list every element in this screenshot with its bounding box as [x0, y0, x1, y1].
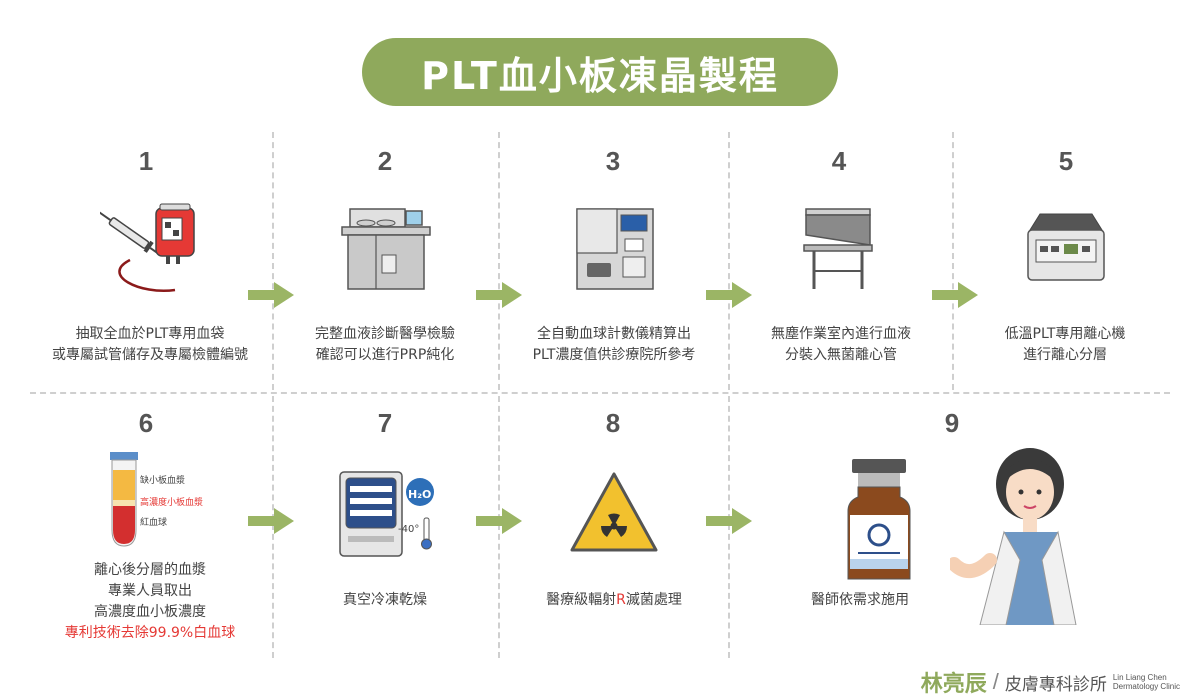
arrow-right-icon [706, 282, 752, 308]
step-4-caption: 無塵作業室內進行血液分裝入無菌離心管 [771, 326, 911, 363]
temperature-label: -40° [398, 524, 420, 535]
arrow-right-icon [932, 282, 978, 308]
arrow-right-icon [248, 508, 294, 534]
step-number-4: 4 [831, 146, 847, 176]
arrow-right-icon [248, 282, 294, 308]
doctor-illustration [950, 448, 1077, 625]
arrow-right-icon [476, 282, 522, 308]
step-number-1: 1 [138, 146, 154, 176]
step-number-3: 3 [605, 146, 621, 176]
blood-bag-icon [100, 203, 195, 293]
step-1-caption: 抽取全血於PLT專用血袋或專屬試管儲存及專屬檢體編號 [52, 326, 248, 363]
clinic-logo-type: 皮膚專科診所 [1004, 674, 1107, 695]
clinic-logo-slash: / [992, 669, 999, 694]
divider [728, 132, 730, 390]
divider [30, 392, 1170, 394]
divider [498, 396, 500, 658]
step-number-9: 9 [944, 408, 960, 438]
divider [272, 396, 274, 658]
divider [728, 396, 730, 658]
step-number-8: 8 [605, 408, 621, 438]
radiation-warning-icon [570, 472, 658, 552]
centrifuge-icon [1027, 213, 1105, 281]
divider [498, 132, 500, 390]
arrow-right-icon [476, 508, 522, 534]
step-9-caption: 醫師依需求施用 [811, 592, 909, 608]
lab-analyzer-icon [341, 208, 431, 290]
tube-label-plasma: 缺小板血漿 [140, 476, 186, 486]
step-number-5: 5 [1058, 146, 1074, 176]
step-8-caption: 醫療級輻射R滅菌處理 [546, 592, 682, 608]
page-title: PLT血小板凍晶製程 [362, 38, 838, 106]
tube-label-rbc: 紅血球 [140, 518, 168, 528]
freeze-dryer-icon [339, 471, 434, 557]
h2o-label: H₂O [408, 488, 432, 501]
blood-cell-counter-icon [576, 208, 654, 290]
vial-icon [847, 459, 911, 580]
step-number-7: 7 [377, 408, 393, 438]
step-number-6: 6 [138, 408, 154, 438]
clinic-logo-name: 林亮辰 [920, 672, 987, 697]
divider [272, 132, 274, 390]
step-2-caption: 完整血液診斷醫學檢驗確認可以進行PRP純化 [315, 326, 455, 363]
divider [952, 132, 954, 390]
step-6-caption: 離心後分層的血漿專業人員取出高濃度血小板濃度 專利技術去除99.9%白血球 [40, 560, 260, 644]
test-tube-layers-icon [110, 452, 138, 547]
tube-label-prp: 高濃度小板血漿 [140, 498, 204, 508]
clean-bench-icon [803, 208, 873, 289]
step-7-caption: 真空冷凍乾燥 [343, 592, 427, 608]
step-5-caption: 低溫PLT專用離心機進行離心分層 [1004, 326, 1126, 363]
arrow-right-icon [706, 508, 752, 534]
step-number-2: 2 [377, 146, 393, 176]
step-6-highlight: 專利技術去除99.9%白血球 [64, 625, 236, 641]
